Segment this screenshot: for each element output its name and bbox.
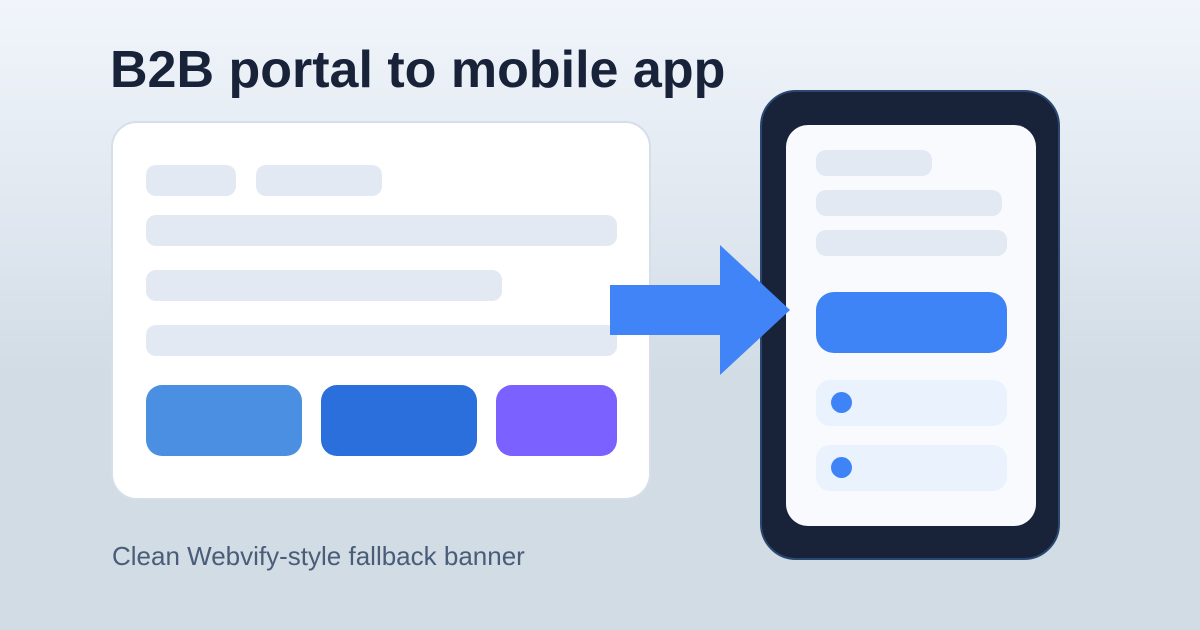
dot-icon: [831, 457, 852, 478]
mobile-phone-mockup: [760, 90, 1060, 560]
portal-button-2: [321, 385, 477, 456]
phone-row-1: [816, 190, 1002, 216]
phone-list-item: [816, 445, 1007, 491]
phone-row-2: [816, 230, 1007, 256]
portal-button-3: [496, 385, 617, 456]
portal-row-3: [146, 325, 617, 356]
phone-header-bar: [816, 150, 932, 176]
banner-title: B2B portal to mobile app: [110, 41, 726, 99]
phone-cta-button: [816, 292, 1007, 353]
banner-subtitle: Clean Webvify-style fallback banner: [112, 541, 525, 571]
portal-row-2: [146, 270, 502, 301]
desktop-portal-mockup: [111, 121, 651, 500]
phone-list-item: [816, 380, 1007, 426]
portal-tab-2: [256, 165, 382, 196]
portal-tab-1: [146, 165, 236, 196]
dot-icon: [831, 392, 852, 413]
phone-screen: [786, 125, 1036, 526]
portal-row-1: [146, 215, 617, 246]
arrow-right-icon: [610, 245, 790, 375]
portal-button-1: [146, 385, 302, 456]
